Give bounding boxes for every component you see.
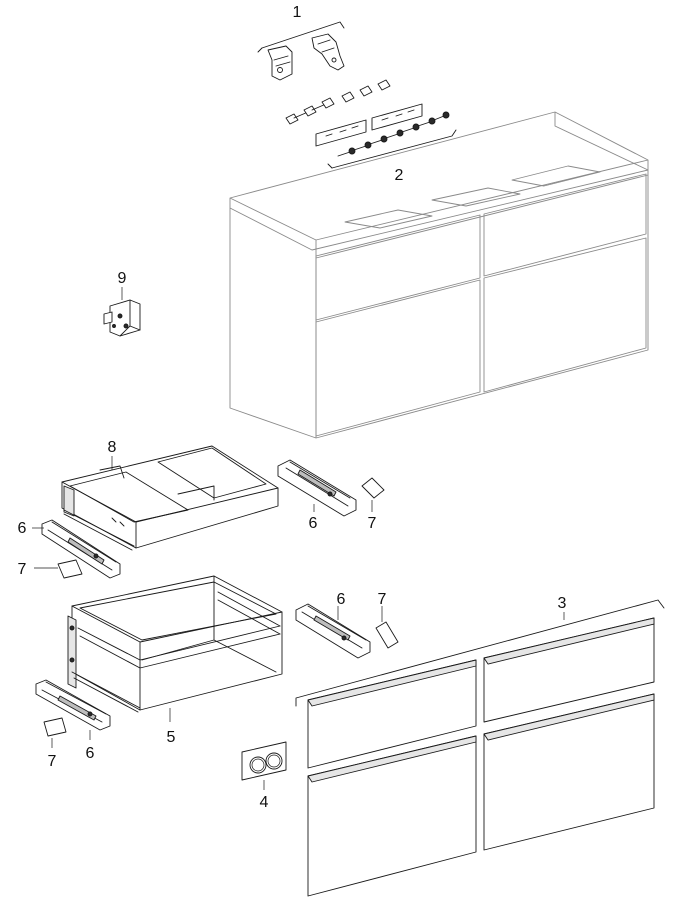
callout-4: 4 [260,794,269,811]
callout-2: 2 [395,167,404,184]
part-3-drawer-fronts [295,599,665,897]
callout-7-upper-left: 7 [18,561,27,578]
part-2-fixing-set [285,79,457,169]
part-1-hanger-brackets [257,21,345,81]
callout-7-lower-right: 7 [378,591,387,608]
callout-6-upper-right: 6 [309,515,318,532]
callout-6-upper-left: 6 [18,520,27,537]
part-6-drawer-runner-lower-right [295,603,371,659]
callout-6-lower-left: 6 [86,745,95,762]
callout-3: 3 [558,595,567,612]
callout-5: 5 [167,729,176,746]
part-7-cover-cap-upper-left [34,559,83,579]
part-7-cover-cap-upper-right [361,477,385,512]
callout-6-lower-right: 6 [337,591,346,608]
callout-labels: 1 2 9 8 6 6 7 7 3 6 7 5 6 7 4 [18,4,567,811]
part-5-drawer [67,575,283,722]
part-6-drawer-runner-lower-left [35,679,111,740]
part-6-drawer-runner-upper-right [277,459,357,517]
part-6-drawer-runner-upper-left [32,519,121,579]
part-9-mounting-bracket [103,287,141,337]
part-4-cover-plate [241,741,287,790]
callout-7-upper-right: 7 [368,515,377,532]
part-7-cover-cap-lower-right [375,606,399,649]
callout-8: 8 [108,439,117,456]
callout-7-lower-left: 7 [48,753,57,770]
callout-9: 9 [118,270,127,287]
part-7-cover-cap-lower-left [43,717,67,748]
cabinet-body [229,111,649,439]
part-8-drawer-insert [61,445,279,551]
callout-1: 1 [293,4,302,21]
